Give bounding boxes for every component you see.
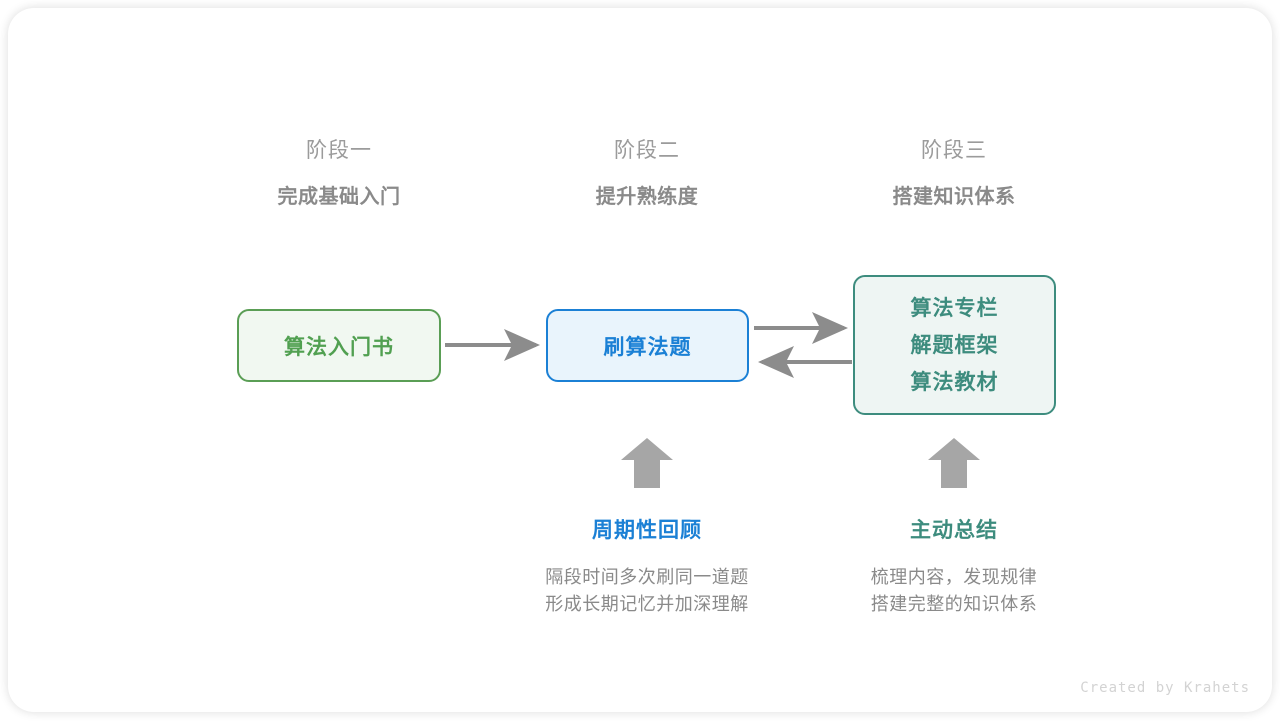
annotation-active-summary-body-line-1: 梳理内容，发现规律 [870, 567, 1038, 587]
annotation-periodic-review-body-line-2: 形成长期记忆并加深理解 [545, 594, 749, 614]
node-knowledge-sources[interactable]: 算法专栏 解题框架 算法教材 [853, 275, 1056, 415]
node-knowledge-sources-line-2: 解题框架 [910, 333, 999, 357]
annotation-active-summary-body-line-2: 搭建完整的知识体系 [870, 594, 1038, 614]
annotation-periodic-review-body-line-1: 隔段时间多次刷同一道题 [545, 567, 749, 587]
node-intro-book-line-1: 算法入门书 [284, 335, 394, 359]
annotation-periodic-review-title: 周期性回顾 [592, 519, 702, 542]
stage-1-desc: 完成基础入门 [277, 186, 401, 208]
arrow-review-up [621, 438, 673, 488]
annotation-periodic-review: 周期性回顾 隔段时间多次刷同一道题 形成长期记忆并加深理解 [497, 516, 797, 618]
stage-column-2: 阶段二 提升熟练度 [517, 136, 777, 212]
annotation-active-summary-title: 主动总结 [910, 519, 998, 542]
arrow-summary-up [928, 438, 980, 488]
stage-2-name: 阶段二 [614, 139, 680, 162]
stage-3-name: 阶段三 [921, 139, 987, 162]
stage-2-desc: 提升熟练度 [595, 186, 699, 208]
node-knowledge-sources-line-1: 算法专栏 [910, 296, 999, 320]
stage-1-name: 阶段一 [306, 139, 372, 162]
node-practice-problems[interactable]: 刷算法题 [546, 309, 749, 382]
node-practice-problems-line-1: 刷算法题 [603, 335, 692, 359]
node-knowledge-sources-line-3: 算法教材 [910, 370, 999, 394]
node-intro-book[interactable]: 算法入门书 [237, 309, 441, 382]
stage-column-1: 阶段一 完成基础入门 [209, 136, 469, 212]
stage-3-desc: 搭建知识体系 [892, 186, 1016, 208]
diagram-canvas: 阶段一 完成基础入门 阶段二 提升熟练度 阶段三 搭建知识体系 算法入门书 [8, 8, 1272, 712]
credit-text: Created by Krahets [1080, 680, 1250, 696]
annotation-active-summary-body: 梳理内容，发现规律 搭建完整的知识体系 [804, 564, 1104, 618]
annotation-periodic-review-body: 隔段时间多次刷同一道题 形成长期记忆并加深理解 [497, 564, 797, 618]
stage-column-3: 阶段三 搭建知识体系 [824, 136, 1084, 212]
annotation-active-summary: 主动总结 梳理内容，发现规律 搭建完整的知识体系 [804, 516, 1104, 618]
